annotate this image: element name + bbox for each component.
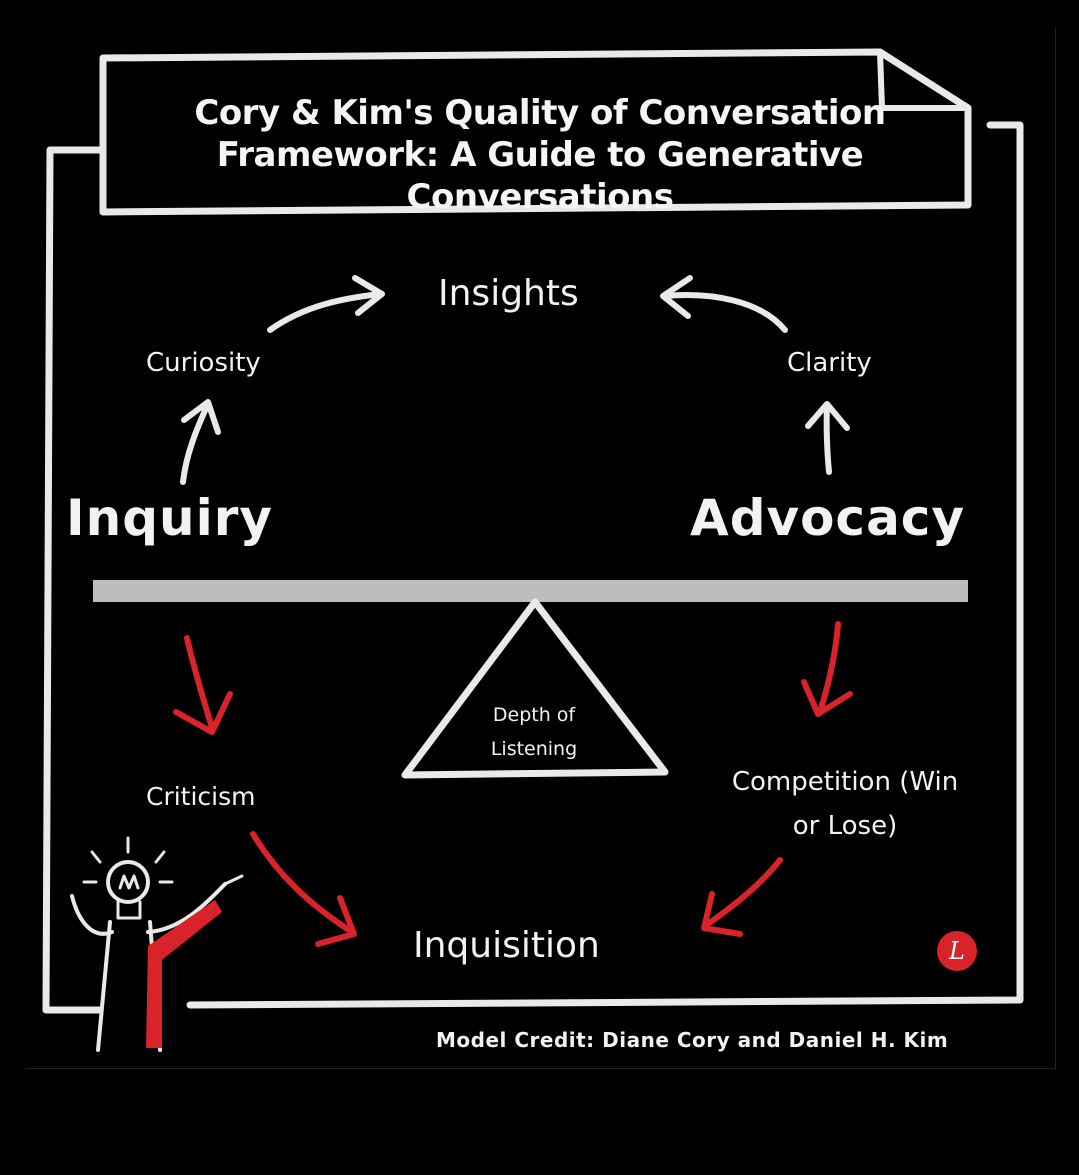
title-line-2: Framework: A Guide to Generative Convers… — [216, 135, 864, 217]
fulcrum-triangle-icon — [401, 598, 669, 779]
seesaw-beam — [93, 580, 968, 602]
arrow-advocacy-to-competition — [801, 621, 853, 717]
diagram-title: Cory & Kim's Quality of Conversation Fra… — [110, 92, 970, 218]
node-competition: Competition (Win or Lose) — [731, 767, 959, 841]
node-inquisition: Inquisition — [413, 925, 600, 966]
node-clarity: Clarity — [787, 348, 872, 378]
arrow-advocacy-to-clarity — [805, 401, 850, 475]
title-line-1: Cory & Kim's Quality of Conversation — [194, 93, 886, 133]
arrow-curiosity-to-insights — [267, 275, 385, 333]
arrow-clarity-to-insights — [660, 275, 788, 333]
arrow-inquiry-to-curiosity — [180, 399, 221, 485]
title-box — [99, 48, 972, 216]
arrow-inquiry-to-criticism — [173, 635, 233, 735]
node-curiosity: Curiosity — [146, 348, 261, 378]
outer-frame — [42, 121, 1024, 1014]
node-advocacy: Advocacy — [690, 489, 966, 547]
node-depth-of-listening: Depth of Listening — [490, 704, 578, 760]
arrow-criticism-to-inquisition — [250, 831, 357, 947]
lightbulb-person-icon — [70, 836, 244, 1052]
model-credit: Model Credit: Diane Cory and Daniel H. K… — [436, 1028, 949, 1052]
node-inquiry: Inquiry — [66, 489, 273, 547]
logo-icon: L — [937, 931, 977, 971]
node-criticism: Criticism — [146, 782, 256, 811]
arrow-competition-to-inquisition — [701, 857, 783, 937]
inner-board — [25, 28, 1056, 1069]
node-insights: Insights — [438, 273, 579, 314]
